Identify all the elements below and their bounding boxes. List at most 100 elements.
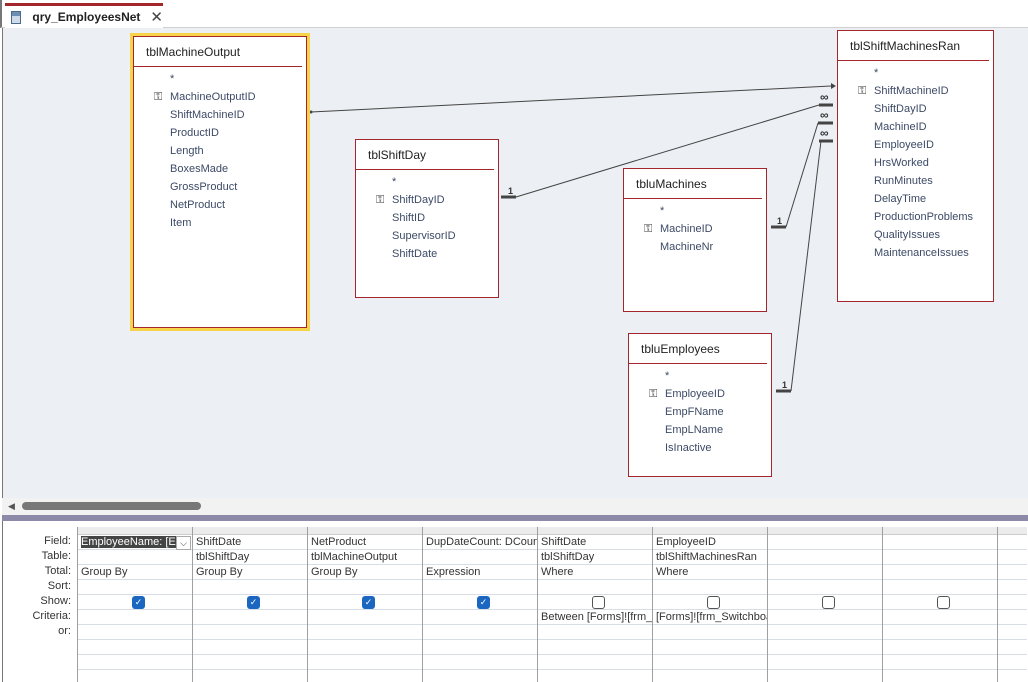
grid-cell-sort[interactable]	[78, 580, 192, 595]
grid-cell-table[interactable]: tblShiftDay	[538, 550, 652, 565]
field-item[interactable]: ShiftID	[356, 209, 498, 227]
grid-cell-table[interactable]	[423, 550, 537, 565]
field-item[interactable]: ShiftDayID	[838, 100, 993, 118]
grid-cell-criteria[interactable]: Between [Forms]![frm_	[538, 610, 652, 625]
grid-cell-field[interactable]: EmployeeID	[653, 535, 767, 550]
field-item[interactable]: *	[838, 64, 993, 82]
grid-cell-or[interactable]	[768, 625, 882, 640]
field-item[interactable]: ProductID	[134, 124, 306, 142]
query-design-canvas[interactable]: 1 1 1 ∞ ∞ ∞ tblMachineOutput*⚿MachineOut…	[2, 28, 1028, 498]
grid-cell-show[interactable]	[768, 595, 882, 610]
scroll-left-icon[interactable]: ◀	[8, 501, 15, 511]
grid-cell-empty[interactable]	[308, 640, 422, 655]
field-item[interactable]: ProductionProblems	[838, 208, 993, 226]
checkbox-unchecked[interactable]	[592, 596, 605, 609]
grid-cell-show[interactable]	[883, 595, 997, 610]
grid-cell-sort[interactable]	[308, 580, 422, 595]
column-selector[interactable]	[78, 527, 192, 535]
field-item[interactable]: ⚿ShiftMachineID	[838, 82, 993, 100]
checkbox-checked[interactable]: ✓	[477, 596, 490, 609]
field-item[interactable]: QualityIssues	[838, 226, 993, 244]
grid-cell-sort[interactable]	[653, 580, 767, 595]
field-item[interactable]: *	[134, 70, 306, 88]
grid-cell-or[interactable]	[193, 625, 307, 640]
grid-cell-or[interactable]	[998, 625, 1027, 640]
field-item[interactable]: MachineID	[838, 118, 993, 136]
field-item[interactable]: *	[629, 367, 771, 385]
column-selector[interactable]	[423, 527, 537, 535]
grid-cell-table[interactable]	[883, 550, 997, 565]
field-item[interactable]: ShiftDate	[356, 245, 498, 263]
field-item[interactable]: BoxesMade	[134, 160, 306, 178]
field-item[interactable]: ⚿ShiftDayID	[356, 191, 498, 209]
field-item[interactable]: *	[624, 202, 766, 220]
grid-cell-total[interactable]: Group By	[308, 565, 422, 580]
grid-cell-table[interactable]: tblShiftMachinesRan	[653, 550, 767, 565]
grid-cell-total[interactable]: Expression	[423, 565, 537, 580]
grid-cell-or[interactable]	[423, 625, 537, 640]
field-list-title[interactable]: tblShiftMachinesRan	[838, 31, 989, 61]
grid-cell-field[interactable]: ShiftDate	[538, 535, 652, 550]
field-item[interactable]: IsInactive	[629, 439, 771, 457]
scrollbar-thumb[interactable]	[22, 502, 201, 510]
grid-cell-total[interactable]	[768, 565, 882, 580]
field-item[interactable]: ⚿MachineID	[624, 220, 766, 238]
grid-cell-table[interactable]: tblShiftDay	[193, 550, 307, 565]
field-item[interactable]: Item	[134, 214, 306, 232]
grid-cell-show[interactable]: ✓	[308, 595, 422, 610]
grid-cell-empty[interactable]	[308, 655, 422, 670]
grid-cell-field[interactable]: ShiftDate	[193, 535, 307, 550]
column-selector[interactable]	[308, 527, 422, 535]
pane-splitter[interactable]	[2, 515, 1028, 521]
field-item[interactable]: HrsWorked	[838, 154, 993, 172]
tab-qry-employeesnet[interactable]: qry_EmployeesNet ✕	[5, 3, 163, 28]
column-selector[interactable]	[653, 527, 767, 535]
grid-cell-total[interactable]	[998, 565, 1027, 580]
grid-cell-or[interactable]	[308, 625, 422, 640]
grid-cell-total[interactable]	[883, 565, 997, 580]
grid-cell-sort[interactable]	[423, 580, 537, 595]
grid-cell-empty[interactable]	[883, 655, 997, 670]
grid-cell-empty[interactable]	[423, 655, 537, 670]
grid-column[interactable]	[767, 527, 882, 682]
grid-column[interactable]	[997, 527, 1027, 682]
field-item[interactable]: NetProduct	[134, 196, 306, 214]
field-item[interactable]: ⚿EmployeeID	[629, 385, 771, 403]
column-selector[interactable]	[768, 527, 882, 535]
grid-cell-empty[interactable]	[538, 655, 652, 670]
field-item[interactable]: DelayTime	[838, 190, 993, 208]
field-item[interactable]: EmployeeID	[838, 136, 993, 154]
grid-cell-field[interactable]	[998, 535, 1027, 550]
checkbox-unchecked[interactable]	[707, 596, 720, 609]
grid-cell-show[interactable]	[538, 595, 652, 610]
grid-cell-criteria[interactable]	[423, 610, 537, 625]
grid-cell-sort[interactable]	[998, 580, 1027, 595]
chevron-down-icon[interactable]: ⌵	[176, 536, 191, 550]
field-item[interactable]: Length	[134, 142, 306, 160]
grid-cell-criteria[interactable]	[78, 610, 192, 625]
field-item[interactable]: MaintenanceIssues	[838, 244, 993, 262]
grid-cell-sort[interactable]	[538, 580, 652, 595]
field-item[interactable]: ShiftMachineID	[134, 106, 306, 124]
checkbox-checked[interactable]: ✓	[247, 596, 260, 609]
grid-cell-empty[interactable]	[193, 655, 307, 670]
grid-cell-field[interactable]	[768, 535, 882, 550]
grid-cell-empty[interactable]	[653, 655, 767, 670]
grid-cell-empty[interactable]	[768, 655, 882, 670]
checkbox-unchecked[interactable]	[937, 596, 950, 609]
field-item[interactable]: MachineNr	[624, 238, 766, 256]
checkbox-checked[interactable]: ✓	[362, 596, 375, 609]
field-list-title[interactable]: tbluEmployees	[629, 334, 767, 364]
grid-cell-table[interactable]	[768, 550, 882, 565]
grid-cell-table[interactable]	[78, 550, 192, 565]
grid-cell-table[interactable]	[998, 550, 1027, 565]
field-item[interactable]: GrossProduct	[134, 178, 306, 196]
grid-column[interactable]	[882, 527, 997, 682]
grid-cell-show[interactable]	[998, 595, 1027, 610]
grid-cell-table[interactable]: tblMachineOutput	[308, 550, 422, 565]
